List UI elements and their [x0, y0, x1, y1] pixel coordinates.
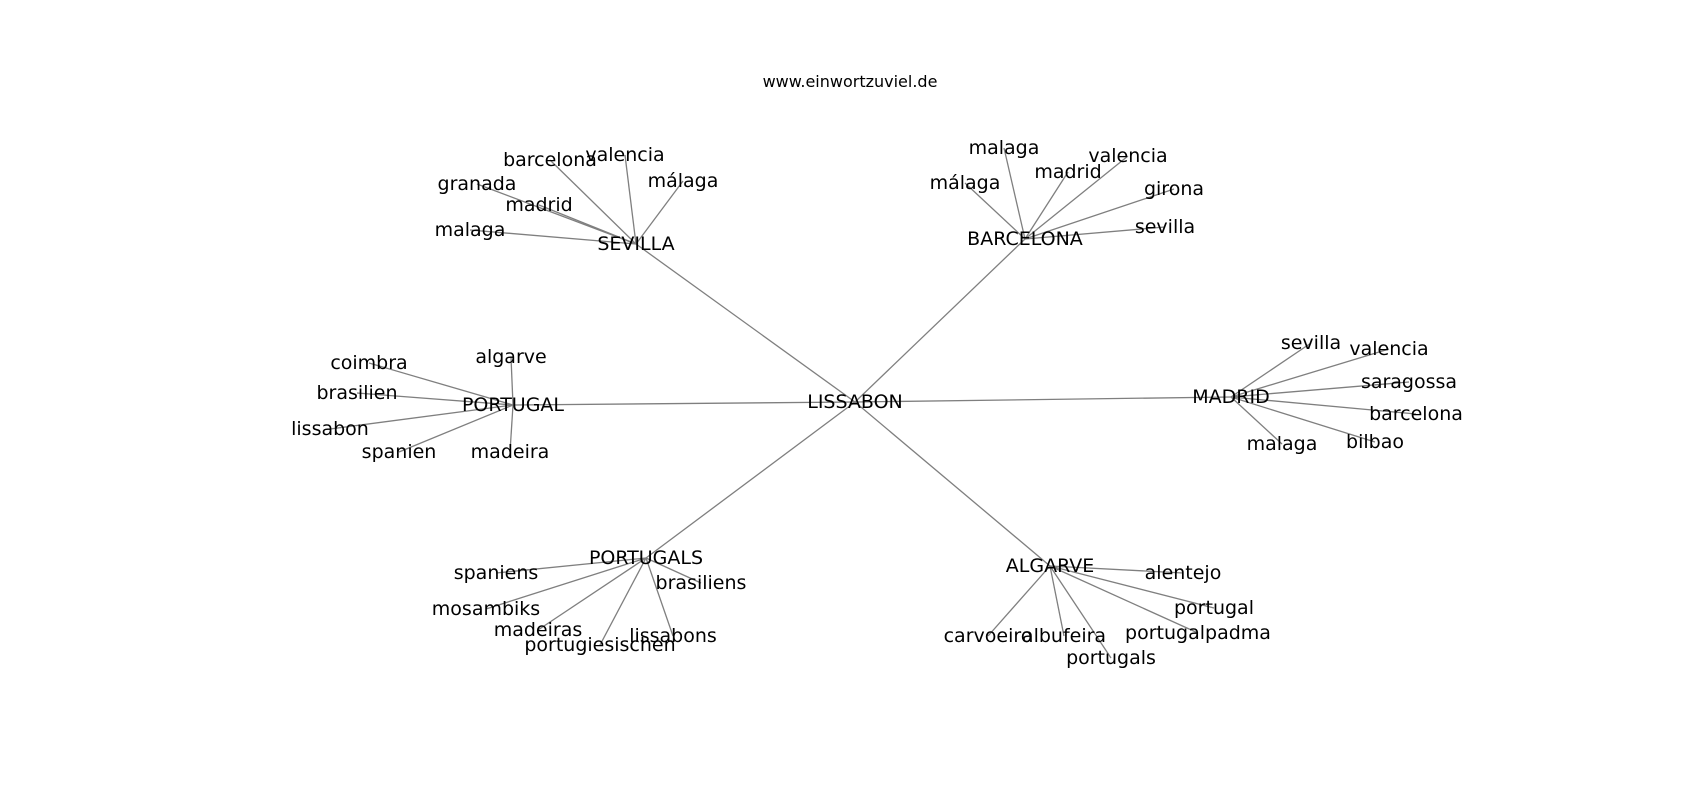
edge-barcelona-girona: [1024, 188, 1175, 240]
node-leaf-madrid-malaga: malaga: [1247, 433, 1318, 455]
node-leaf-portugal-lissabon: lissabon: [291, 418, 369, 440]
node-leaf-barcelona-madrid: madrid: [1034, 161, 1101, 183]
edge-portugal-madeira: [509, 404, 514, 453]
edge-algarve-carvoeiro: [987, 565, 1051, 637]
edge-madrid-saragossa: [1230, 381, 1410, 398]
node-hub-portugal: PORTUGAL: [462, 394, 564, 416]
edge-algarve-portugal: [1049, 565, 1215, 609]
edge-portugal-spanien: [398, 404, 514, 453]
node-leaf-barcelona-malaga: malaga: [969, 137, 1040, 159]
node-leaf-barcelona-sevilla: sevilla: [1135, 216, 1195, 238]
node-leaf-sevilla-granada: granada: [438, 173, 517, 195]
node-leaf-portugals-madeiras: madeiras: [494, 619, 583, 641]
edge-sevilla-barcelona: [549, 159, 637, 245]
edge-madrid-bilbao: [1230, 396, 1376, 443]
node-leaf-portugals-spaniens: spaniens: [454, 562, 539, 584]
edge-barcelona-madrid: [1024, 171, 1069, 240]
node-hub-portugals: PORTUGALS: [589, 547, 703, 569]
edge-madrid-valencia: [1230, 348, 1390, 398]
node-leaf-portugal-madeira: madeira: [471, 441, 550, 463]
edge-portugals-lissabons: [645, 557, 674, 637]
edge-root-sevilla: [635, 243, 856, 403]
node-leaf-algarve-albufeira: albufeira: [1022, 625, 1106, 647]
edge-portugals-madeiras: [537, 557, 647, 631]
node-leaf-algarve-carvoeiro: carvoeiro: [944, 625, 1033, 647]
node-leaf-barcelona-valencia: valencia: [1088, 145, 1167, 167]
node-leaf-portugal-algarve: algarve: [475, 346, 546, 368]
node-leaf-madrid-sevilla: sevilla: [1281, 332, 1341, 354]
node-leaf-barcelona-malaga: málaga: [930, 172, 1001, 194]
node-leaf-portugals-lissabons: lissabons: [629, 625, 717, 647]
node-leaf-sevilla-barcelona: barcelona: [503, 149, 597, 171]
node-leaf-sevilla-valencia: valencia: [585, 144, 664, 166]
edge-algarve-portugalpadma: [1049, 565, 1199, 634]
node-leaf-barcelona-girona: girona: [1144, 178, 1204, 200]
edge-portugals-brasiliens: [645, 557, 702, 584]
node-leaf-sevilla-malaga: málaga: [648, 170, 719, 192]
node-leaf-madrid-bilbao: bilbao: [1346, 431, 1404, 453]
node-leaf-algarve-alentejo: alentejo: [1145, 562, 1222, 584]
edge-root-madrid: [854, 396, 1232, 403]
edge-madrid-barcelona: [1230, 396, 1417, 415]
edge-portugal-algarve: [510, 356, 514, 406]
node-hub-barcelona: BARCELONA: [967, 228, 1083, 250]
node-leaf-madrid-valencia: valencia: [1349, 338, 1428, 360]
edge-algarve-albufeira: [1049, 565, 1065, 637]
edge-barcelona-malaga: [1003, 147, 1026, 240]
edge-sevilla-malaga: [635, 180, 684, 245]
edge-barcelona-valencia: [1024, 155, 1129, 240]
edge-sevilla-valencia: [624, 154, 637, 245]
edge-portugal-lissabon: [329, 404, 514, 430]
edge-root-portugal: [512, 401, 856, 406]
node-leaf-portugal-coimbra: coimbra: [330, 352, 407, 374]
node-leaf-portugals-mosambiks: mosambiks: [432, 598, 540, 620]
labels-layer: LISSABONSEVILLAbarcelonavalenciamálagagr…: [291, 137, 1463, 669]
edge-root-algarve: [854, 401, 1051, 567]
node-hub-madrid: MADRID: [1192, 386, 1269, 408]
edge-portugal-coimbra: [368, 362, 514, 406]
node-leaf-sevilla-malaga: malaga: [435, 219, 506, 241]
node-leaf-algarve-portugals: portugals: [1066, 647, 1156, 669]
edge-portugals-portugiesischen: [599, 557, 647, 646]
node-leaf-algarve-portugalpadma: portugalpadma: [1125, 622, 1271, 644]
node-hub-sevilla: SEVILLA: [597, 233, 674, 255]
edge-algarve-portugals: [1049, 565, 1112, 659]
node-root-lissabon: LISSABON: [807, 391, 903, 413]
edge-root-barcelona: [854, 238, 1026, 403]
node-leaf-portugal-brasilien: brasilien: [317, 382, 398, 404]
edge-portugals-spaniens: [495, 557, 647, 574]
edge-portugals-mosambiks: [485, 557, 647, 610]
node-leaf-madrid-saragossa: saragossa: [1361, 371, 1457, 393]
site-title: www.einwortzuviel.de: [762, 72, 938, 91]
edge-root-portugals: [645, 401, 856, 559]
edge-barcelona-malaga: [964, 182, 1026, 240]
edges-layer: [329, 147, 1417, 659]
node-leaf-madrid-barcelona: barcelona: [1369, 403, 1463, 425]
edge-portugal-brasilien: [356, 392, 514, 406]
node-leaf-portugal-spanien: spanien: [362, 441, 437, 463]
node-leaf-portugals-portugiesischen: portugiesischen: [524, 634, 675, 656]
node-leaf-algarve-portugal: portugal: [1174, 597, 1254, 619]
edge-madrid-sevilla: [1230, 342, 1312, 398]
edge-algarve-alentejo: [1049, 565, 1184, 574]
edge-sevilla-madrid: [538, 204, 637, 245]
node-leaf-sevilla-madrid: madrid: [505, 194, 572, 216]
node-leaf-portugals-brasiliens: brasiliens: [656, 572, 747, 594]
edge-sevilla-malaga: [469, 229, 637, 245]
edge-madrid-malaga: [1230, 396, 1283, 445]
edge-barcelona-sevilla: [1024, 226, 1166, 240]
node-hub-algarve: ALGARVE: [1006, 555, 1094, 577]
